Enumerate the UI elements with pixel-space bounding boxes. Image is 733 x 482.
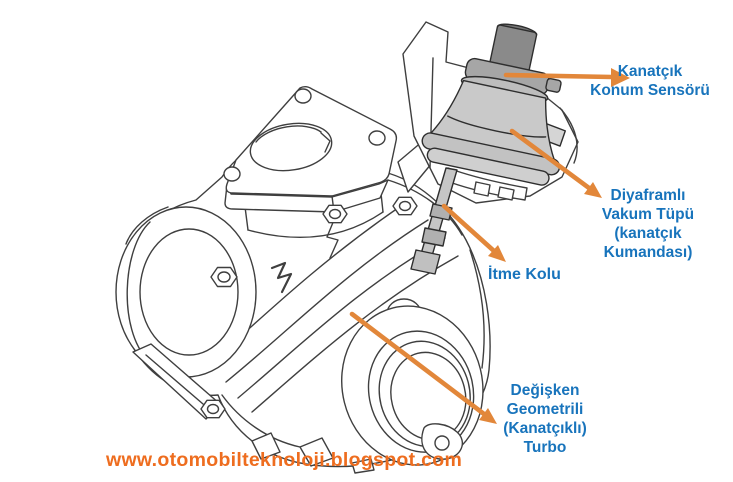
label-line: Turbo — [523, 439, 567, 456]
arrow-push-rod — [441, 203, 506, 262]
compressor-housing — [115, 206, 257, 420]
v-band-clamp — [270, 219, 339, 294]
label-line: Vakum Tüpü — [601, 206, 695, 223]
label-vane-position-sensor: Kanatçık Konum Sensörü — [575, 62, 725, 100]
label-line: Diyaframlı — [610, 187, 686, 204]
flange-feet — [251, 423, 464, 474]
arrow-vane-position-sensor — [503, 68, 630, 87]
label-push-rod: İtme Kolu — [488, 266, 561, 283]
label-line: Değişken — [510, 382, 580, 399]
label-line: (Kanatçıklı) — [503, 420, 587, 437]
bolts — [200, 196, 418, 419]
callout-arrows — [349, 68, 630, 424]
arrow-turbo — [349, 311, 497, 424]
label-line: Kumandası) — [603, 244, 693, 261]
label-line: Geometrili — [506, 401, 584, 418]
label-diaphragm-vacuum-tube: Diyaframlı Vakum Tüpü (kanatçık Kumandas… — [573, 186, 723, 262]
label-line: Konum Sensörü — [590, 82, 710, 99]
watermark-url: www.otomobilteknoloji.blogspot.com — [106, 449, 463, 471]
turbine-outlet — [341, 305, 484, 466]
label-line: Kanatçık — [617, 63, 683, 80]
arrow-vacuum-tube — [509, 128, 602, 198]
mounting-flange — [223, 86, 398, 213]
label-line: (kanatçık — [614, 225, 682, 242]
label-variable-geometry-turbo: Değişken Geometrili (Kanatçıklı) Turbo — [470, 381, 620, 457]
